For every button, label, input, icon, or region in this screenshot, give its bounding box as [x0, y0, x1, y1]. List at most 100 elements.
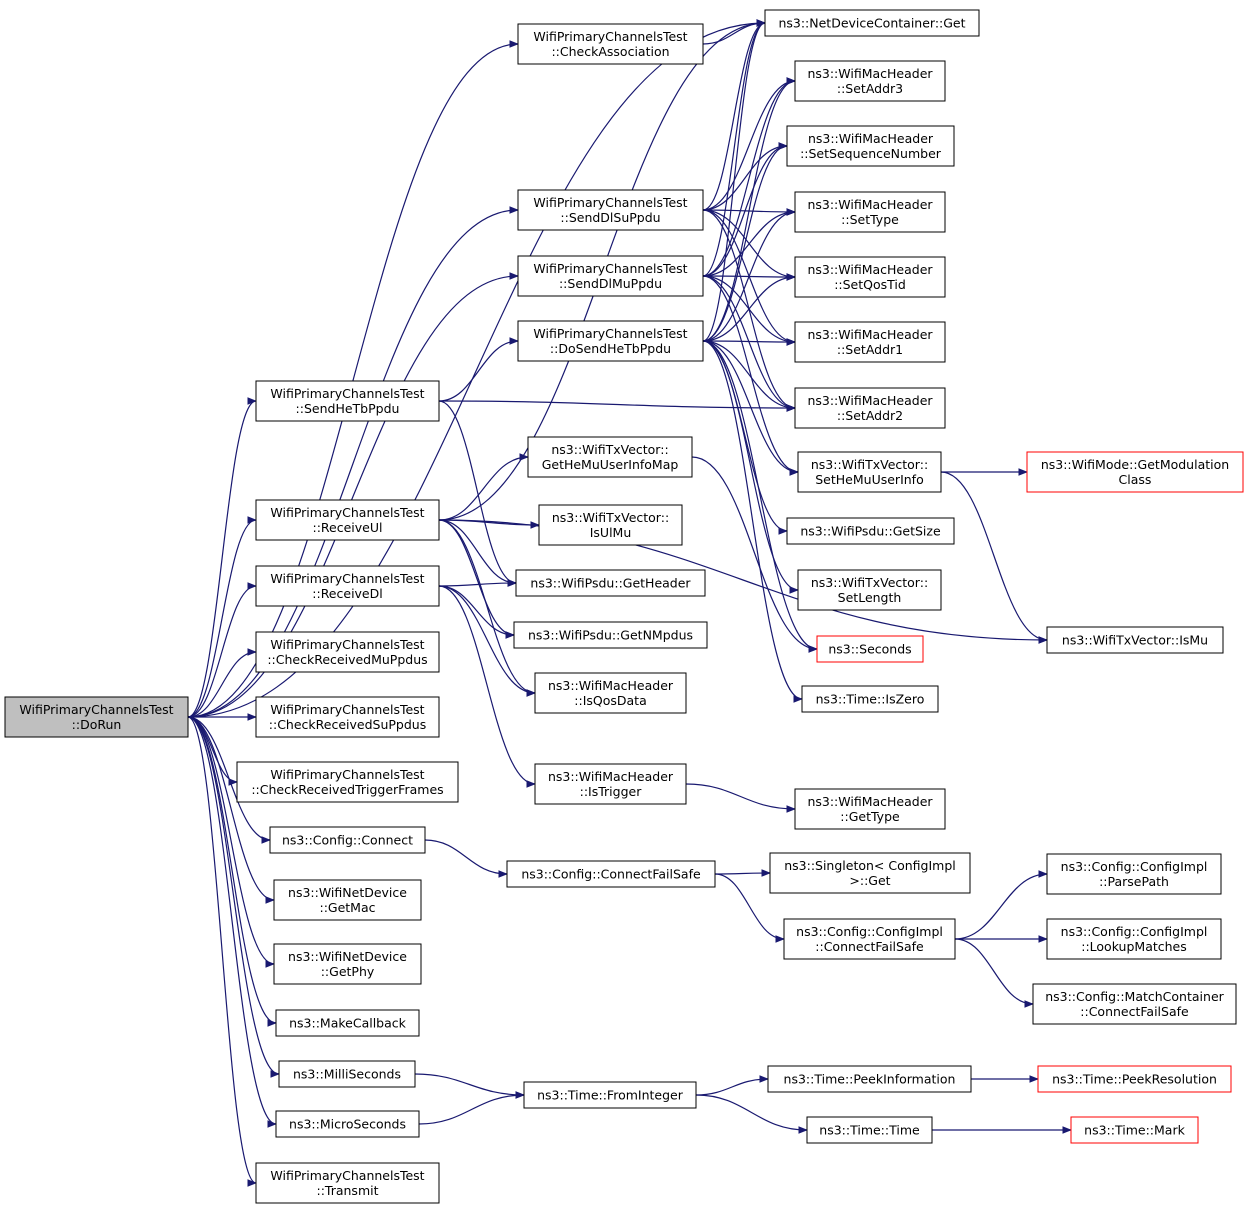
- node-isqosdata[interactable]: ns3::WifiMacHeader::IsQosData: [534, 672, 687, 714]
- node-settype[interactable]: ns3::WifiMacHeader::SetType: [794, 191, 946, 233]
- node-label-line: WifiPrimaryChannelsTest: [270, 767, 424, 782]
- node-ndcget[interactable]: ns3::NetDeviceContainer::Get: [764, 9, 980, 37]
- node-label-line: ns3::Config::Connect: [282, 833, 413, 848]
- node-ismu[interactable]: ns3::WifiTxVector::IsMu: [1046, 626, 1224, 654]
- call-edge: [702, 208, 796, 277]
- node-senddlmu[interactable]: WifiPrimaryChannelsTest::SendDlMuPpdu: [517, 255, 704, 297]
- node-fromint[interactable]: ns3::Time::FromInteger: [523, 1081, 697, 1109]
- node-sethemuuser[interactable]: ns3::WifiTxVector::SetHeMuUserInfo: [797, 451, 942, 493]
- node-label-line: ns3::WifiMacHeader: [807, 197, 933, 212]
- node-setqostid[interactable]: ns3::WifiMacHeader::SetQosTid: [794, 256, 946, 298]
- node-getmac[interactable]: ns3::WifiNetDevice::GetMac: [273, 879, 422, 921]
- call-edge: [187, 272, 519, 718]
- node-box: [783, 918, 956, 960]
- node-box: [794, 256, 946, 298]
- node-dosendhetb[interactable]: WifiPrimaryChannelsTest::DoSendHeTbPpdu: [517, 320, 704, 362]
- node-label-line: ns3::WifiTxVector::: [552, 510, 669, 525]
- node-singletonget[interactable]: ns3::Singleton< ConfigImpl>::Get: [769, 852, 971, 894]
- node-checkrecvmu[interactable]: WifiPrimaryChannelsTest::CheckReceivedMu…: [255, 631, 440, 673]
- node-setlength[interactable]: ns3::WifiTxVector::SetLength: [797, 569, 942, 611]
- node-label-line: ns3::WifiMacHeader: [807, 393, 933, 408]
- call-edge: [438, 585, 536, 697]
- call-edge: [187, 397, 257, 718]
- node-lookupmatches[interactable]: ns3::Config::ConfigImpl::LookupMatches: [1046, 918, 1222, 960]
- node-box: [534, 672, 687, 714]
- call-edge: [702, 340, 796, 412]
- node-label-line: ::ConnectFailSafe: [1080, 1004, 1189, 1019]
- node-label-line: ns3::Seconds: [828, 642, 911, 657]
- node-label-line: ns3::WifiMode::GetModulation: [1041, 457, 1229, 472]
- node-isulmu[interactable]: ns3::WifiTxVector::IsUlMu: [538, 504, 683, 546]
- node-peekinfo[interactable]: ns3::Time::PeekInformation: [767, 1065, 972, 1093]
- node-box: [816, 635, 924, 663]
- call-edge: [702, 275, 799, 476]
- node-millisec[interactable]: ns3::MilliSeconds: [278, 1060, 416, 1088]
- node-setaddr3[interactable]: ns3::WifiMacHeader::SetAddr3: [794, 60, 946, 102]
- node-label-line: ns3::Config::ConfigImpl: [1061, 859, 1208, 874]
- node-microsec[interactable]: ns3::MicroSeconds: [275, 1110, 420, 1138]
- call-edge: [438, 585, 515, 639]
- node-label-line: ns3::WifiTxVector::: [551, 442, 668, 457]
- node-receivedl[interactable]: WifiPrimaryChannelsTest::ReceiveDl: [255, 565, 440, 607]
- call-edge: [702, 208, 796, 342]
- node-label-line: ns3::Config::ConnectFailSafe: [521, 867, 701, 882]
- node-label-line: >::Get: [849, 873, 890, 888]
- node-label-line: ::CheckAssociation: [551, 44, 669, 59]
- node-getheinfomap[interactable]: ns3::WifiTxVector::GetHeMuUserInfoMap: [527, 436, 693, 478]
- node-cfgconnect[interactable]: ns3::Config::Connect: [269, 826, 426, 854]
- node-timetime[interactable]: ns3::Time::Time: [806, 1116, 933, 1144]
- call-edge: [695, 1075, 769, 1096]
- node-label-line: ns3::WifiMacHeader: [807, 327, 933, 342]
- node-peekres[interactable]: ns3::Time::PeekResolution: [1037, 1065, 1232, 1093]
- node-box: [255, 499, 440, 541]
- node-transmit[interactable]: WifiPrimaryChannelsTest::Transmit: [255, 1162, 440, 1204]
- node-psdugetheader[interactable]: ns3::WifiPsdu::GetHeader: [515, 569, 706, 597]
- node-receiveul[interactable]: WifiPrimaryChannelsTest::ReceiveUl: [255, 499, 440, 541]
- node-label-line: ns3::WifiPsdu::GetHeader: [530, 576, 691, 591]
- node-makecb[interactable]: ns3::MakeCallback: [275, 1009, 420, 1037]
- node-checkrecvtrig[interactable]: WifiPrimaryChannelsTest::CheckReceivedTr…: [236, 761, 459, 803]
- call-edge: [702, 19, 766, 277]
- node-label-line: WifiPrimaryChannelsTest: [533, 261, 687, 276]
- node-setaddr1[interactable]: ns3::WifiMacHeader::SetAddr1: [794, 321, 946, 363]
- node-timemark[interactable]: ns3::Time::Mark: [1070, 1116, 1199, 1144]
- call-edge: [702, 340, 799, 594]
- node-box: [794, 387, 946, 429]
- node-setseq[interactable]: ns3::WifiMacHeader::SetSequenceNumber: [786, 125, 955, 167]
- node-label-line: SetLength: [838, 590, 902, 605]
- node-gettype[interactable]: ns3::WifiMacHeader::GetType: [794, 788, 946, 830]
- call-edge: [187, 716, 277, 1128]
- call-edge: [438, 453, 529, 521]
- node-label-line: ns3::MicroSeconds: [289, 1117, 406, 1132]
- node-matchconnectfs[interactable]: ns3::Config::MatchContainer::ConnectFail…: [1032, 983, 1237, 1025]
- node-getphy[interactable]: ns3::WifiNetDevice::GetPhy: [273, 943, 422, 985]
- node-parsepath[interactable]: ns3::Config::ConfigImpl::ParsePath: [1046, 853, 1222, 895]
- node-connectfailsafe[interactable]: ns3::Config::ConnectFailSafe: [506, 860, 716, 888]
- node-label-line: GetHeMuUserInfoMap: [542, 457, 679, 472]
- call-edge: [187, 516, 257, 718]
- node-psdugetsize[interactable]: ns3::WifiPsdu::GetSize: [786, 517, 955, 545]
- node-psdugetnmpdus[interactable]: ns3::WifiPsdu::GetNMpdus: [513, 621, 708, 649]
- node-checkassoc[interactable]: WifiPrimaryChannelsTest::CheckAssociatio…: [517, 23, 704, 65]
- node-label-line: IsUlMu: [590, 525, 632, 540]
- node-label-line: ns3::Time::IsZero: [816, 692, 925, 707]
- node-label-line: WifiPrimaryChannelsTest: [533, 326, 687, 341]
- node-label-line: ::SetSequenceNumber: [800, 146, 942, 161]
- node-box: [278, 1060, 416, 1088]
- node-label-line: WifiPrimaryChannelsTest: [270, 571, 424, 586]
- node-senddlsu[interactable]: WifiPrimaryChannelsTest::SendDlSuPpdu: [517, 189, 704, 231]
- node-iszero[interactable]: ns3::Time::IsZero: [801, 685, 939, 713]
- node-checkrecvsu[interactable]: WifiPrimaryChannelsTest::CheckReceivedSu…: [255, 696, 440, 738]
- node-setaddr2[interactable]: ns3::WifiMacHeader::SetAddr2: [794, 387, 946, 429]
- node-implconnectfs[interactable]: ns3::Config::ConfigImpl::ConnectFailSafe: [783, 918, 956, 960]
- call-edge: [438, 519, 515, 639]
- node-box: [523, 1081, 697, 1109]
- node-istrigger[interactable]: ns3::WifiMacHeader::IsTrigger: [534, 763, 687, 805]
- node-seconds[interactable]: ns3::Seconds: [816, 635, 924, 663]
- call-edges: [187, 19, 1072, 1187]
- node-label-line: ::SendDlSuPpdu: [560, 210, 660, 225]
- call-edge: [702, 142, 788, 211]
- node-sendhetb[interactable]: WifiPrimaryChannelsTest::SendHeTbPpdu: [255, 380, 440, 422]
